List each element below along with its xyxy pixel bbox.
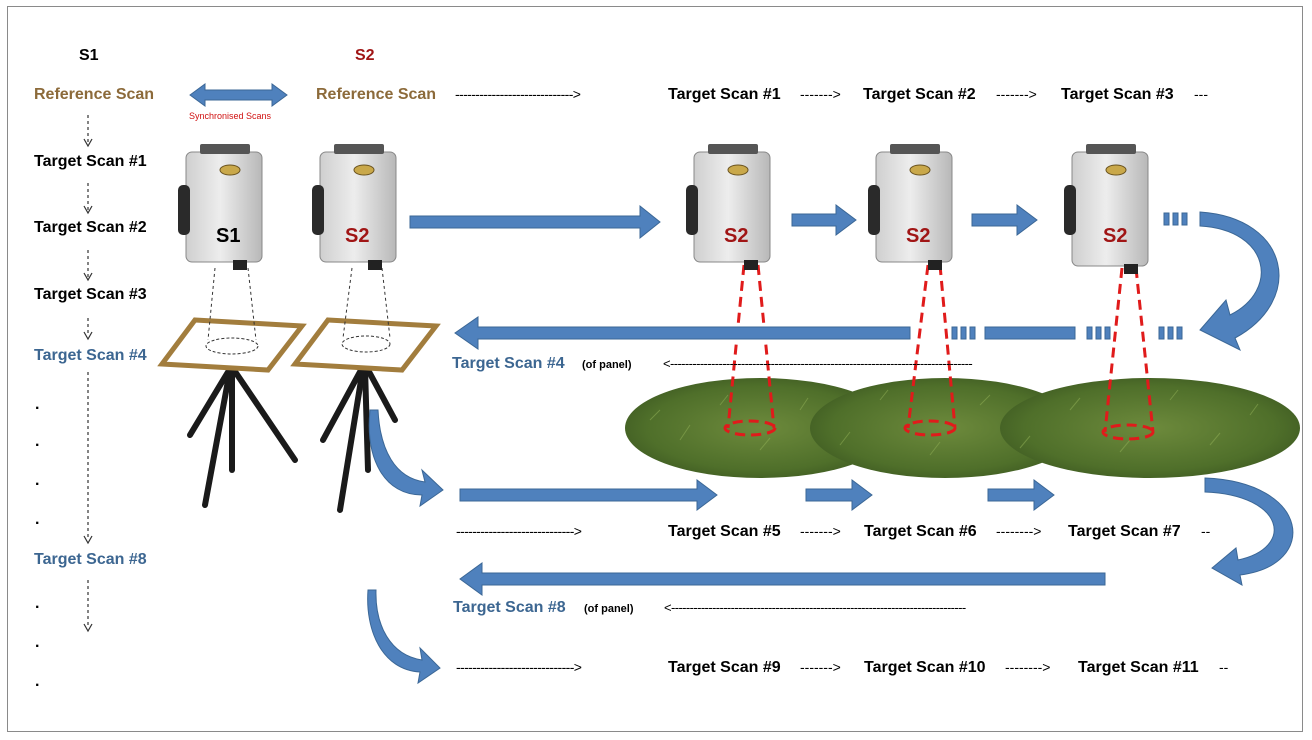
panel1-of-panel: (of panel) xyxy=(582,359,632,371)
spectrometer-s2-pos1 xyxy=(686,144,771,270)
left-target-scan-3: Target Scan #3 xyxy=(34,286,147,303)
row2-target-scan-6: Target Scan #6 xyxy=(864,523,977,540)
left-dot: . xyxy=(35,595,40,612)
reference-panel-s2 xyxy=(290,267,441,373)
panel1-target-scan-4: Target Scan #4 xyxy=(452,355,565,372)
tripod-s1 xyxy=(187,367,298,508)
row2-target-scan-7: Target Scan #7 xyxy=(1068,523,1181,540)
spectrometer-s2 xyxy=(312,144,397,270)
fov-s2-c xyxy=(1101,267,1155,441)
spectrometer-s2-pos2 xyxy=(868,144,953,270)
row1-dashes-a: -----------------------------> xyxy=(455,86,581,102)
panel2-of-panel: (of panel) xyxy=(584,603,634,615)
left-dot: . xyxy=(35,433,40,450)
left-dot: . xyxy=(35,673,40,690)
left-target-scan-4: Target Scan #4 xyxy=(34,347,147,364)
row3-dashes-b: -------> xyxy=(800,659,841,675)
left-dot: . xyxy=(35,511,40,528)
row1-dashes-b: -------> xyxy=(800,86,841,102)
left-reference-scan: Reference Scan xyxy=(34,86,155,103)
row3-target-scan-10: Target Scan #10 xyxy=(864,659,986,676)
row2-dashes-a: -----------------------------> xyxy=(456,523,582,539)
left-dot: . xyxy=(35,396,40,413)
row2-target-scan-5: Target Scan #5 xyxy=(668,523,781,540)
row1-target-scan-3: Target Scan #3 xyxy=(1061,86,1174,103)
device-label-s2-pos3: S2 xyxy=(1103,225,1128,247)
fov-s2-b xyxy=(903,264,957,437)
row1-target-scan-2: Target Scan #2 xyxy=(863,86,976,103)
row2-tail: -- xyxy=(1201,523,1211,539)
spectrometer-s1 xyxy=(178,144,263,270)
left-target-scan-8: Target Scan #8 xyxy=(34,551,147,568)
device-label-s2-pos1: S2 xyxy=(724,225,749,247)
row1-tail: --- xyxy=(1194,86,1208,102)
left-dot: . xyxy=(35,634,40,651)
row2-dashes-c: --------> xyxy=(996,523,1042,539)
row1-dashes-c: -------> xyxy=(996,86,1037,102)
left-target-scan-2: Target Scan #2 xyxy=(34,219,147,236)
row3-tail: -- xyxy=(1219,659,1229,675)
row3-dashes-c: --------> xyxy=(1005,659,1051,675)
fov-s2-a xyxy=(723,264,777,437)
left-column-arrowheads xyxy=(83,138,93,633)
left-header-s1: S1 xyxy=(79,47,99,64)
s2-header: S2 xyxy=(355,47,375,64)
row1-target-scan-1: Target Scan #1 xyxy=(668,86,781,103)
row3-target-scan-9: Target Scan #9 xyxy=(668,659,781,676)
device-label-s2-pos2: S2 xyxy=(906,225,931,247)
curved-arrows xyxy=(367,211,1294,685)
row3-dashes-a: -----------------------------> xyxy=(456,659,582,675)
device-label-s1: S1 xyxy=(216,225,241,247)
row2-dashes-b: -------> xyxy=(800,523,841,539)
left-target-scan-1: Target Scan #1 xyxy=(34,153,147,170)
panel1-dashes: <---------------------------------------… xyxy=(663,356,973,371)
spectrometer-s2-pos3 xyxy=(1064,144,1149,274)
crop-field xyxy=(625,378,1300,478)
left-dot: . xyxy=(35,472,40,489)
panel2-target-scan-8: Target Scan #8 xyxy=(453,599,566,616)
device-label-s2: S2 xyxy=(345,225,370,247)
row1-reference-scan: Reference Scan xyxy=(316,86,437,103)
flow-arrows xyxy=(409,204,1188,596)
row3-target-scan-11: Target Scan #11 xyxy=(1078,659,1199,676)
tripod-s2 xyxy=(320,365,398,513)
synchronised-scans-label: Synchronised Scans xyxy=(189,111,272,121)
reference-panel-s1 xyxy=(157,267,307,373)
panel2-dashes: <---------------------------------------… xyxy=(664,600,966,615)
sync-double-arrow xyxy=(189,83,288,107)
